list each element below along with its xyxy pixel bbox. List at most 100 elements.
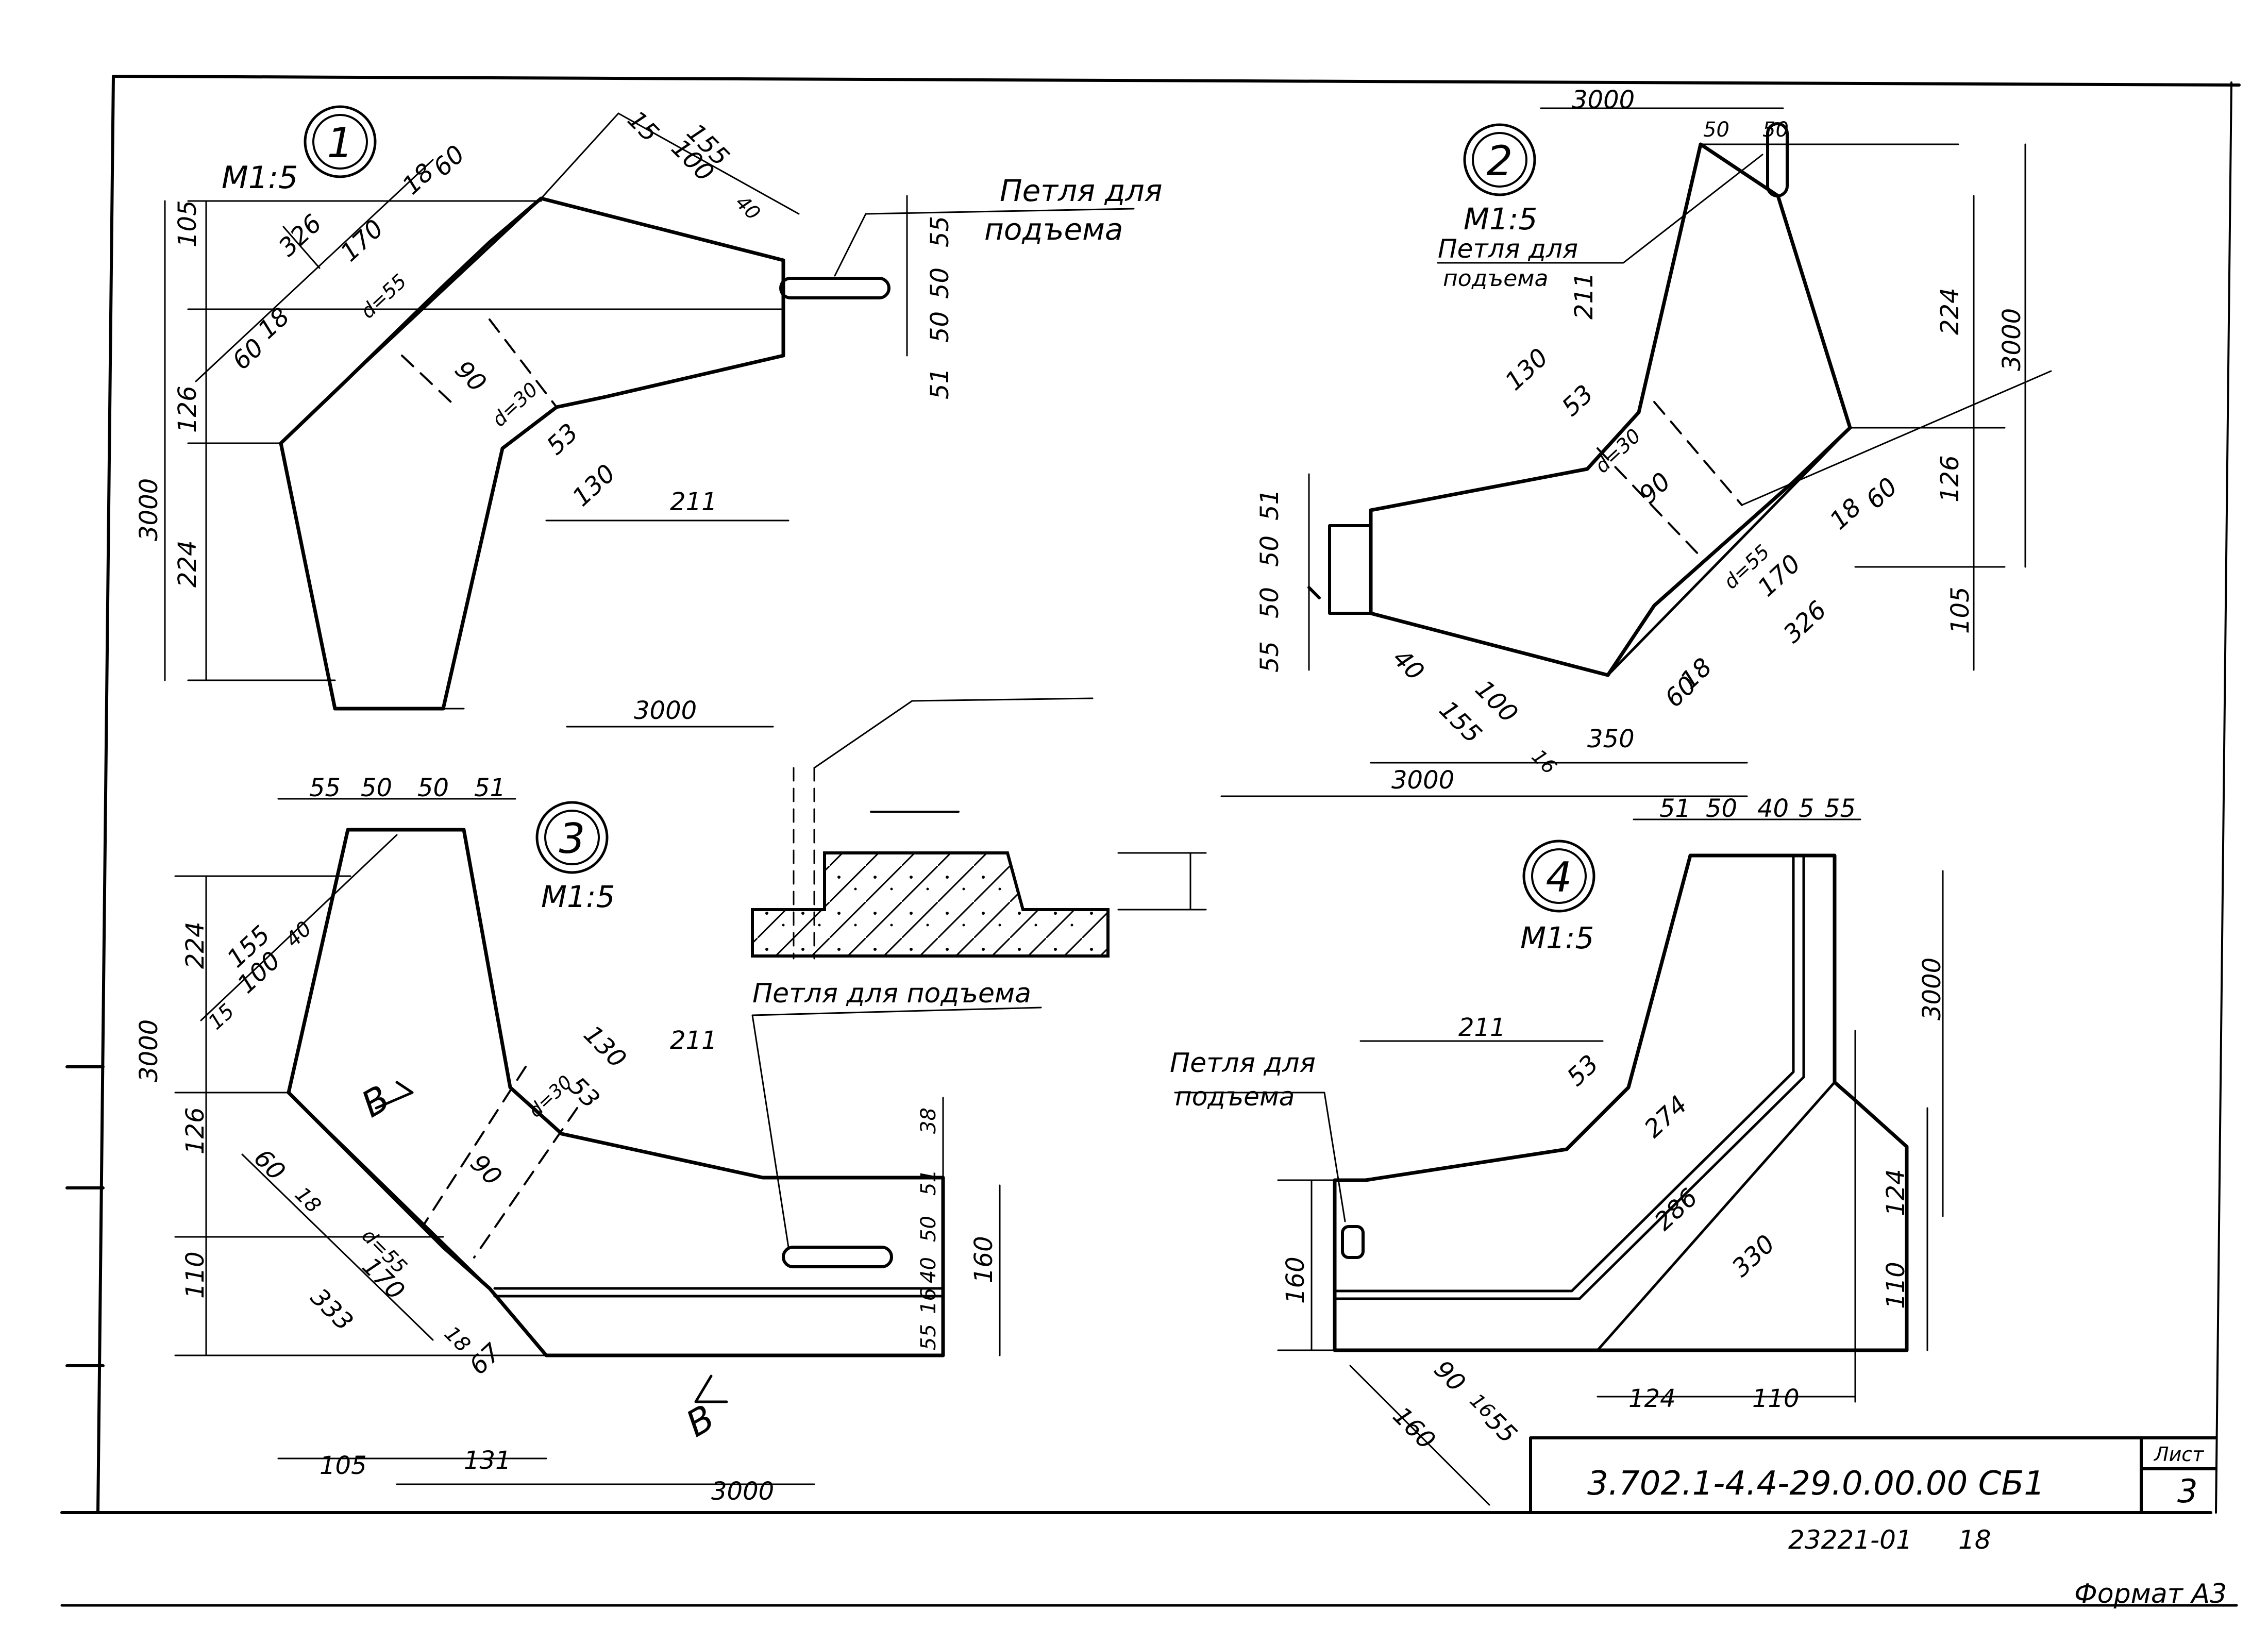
footer-format: Формат А3 bbox=[2074, 1579, 2227, 1609]
section-b-b bbox=[751, 697, 1207, 960]
dim-label: 50 bbox=[1703, 118, 1729, 142]
dim-label: 3000 bbox=[711, 1477, 774, 1506]
dim-label: 53 bbox=[1556, 379, 1599, 422]
view-4-loop-leader bbox=[1174, 1092, 1346, 1222]
dim-label: 105 bbox=[1946, 586, 1975, 634]
view-2-lifting-loop bbox=[1766, 122, 1789, 197]
dim-label: 60 bbox=[227, 333, 270, 376]
dim-label: 55 bbox=[309, 774, 341, 802]
dim-label: 90 bbox=[449, 355, 492, 398]
view-3-dimension-lines bbox=[174, 798, 1001, 1485]
view-1-scale: M1:5 bbox=[222, 160, 298, 196]
dim-label: 3000 bbox=[1997, 308, 2026, 371]
footer-inventory: 23221-01 bbox=[1788, 1525, 1912, 1555]
view-3-number: 3 bbox=[559, 815, 585, 863]
dim-label: 50 bbox=[361, 774, 392, 802]
dim-label: 15 bbox=[622, 105, 665, 148]
dim-label: 110 bbox=[1881, 1262, 1910, 1309]
dim-label: 130 bbox=[1500, 343, 1554, 396]
dim-label: 326 bbox=[1778, 595, 1832, 648]
dim-label: 3000 bbox=[1918, 958, 1946, 1020]
dim-label: 51 bbox=[917, 1169, 940, 1196]
dim-label: 50 bbox=[1762, 118, 1789, 142]
dim-label: 211 bbox=[670, 488, 717, 516]
dim-label: 55 bbox=[1255, 641, 1284, 673]
dim-label: 211 bbox=[670, 1026, 717, 1055]
view-4-dimension-lines bbox=[1277, 818, 1944, 1506]
dim-label: 224 bbox=[181, 921, 210, 969]
dim-label: 3000 bbox=[634, 696, 697, 725]
dim-label: 326 bbox=[273, 209, 327, 262]
section-axis-leader bbox=[813, 697, 1094, 769]
dim-label: 211 bbox=[1570, 272, 1599, 320]
dim-label: 126 bbox=[1936, 455, 1964, 502]
dim-label: 105 bbox=[320, 1451, 367, 1480]
dim-label: 124 bbox=[1881, 1169, 1910, 1216]
dim-label: 16 bbox=[917, 1288, 940, 1314]
dim-label: 131 bbox=[464, 1446, 511, 1475]
view-3-loop-label: Петля для подъема bbox=[752, 978, 1031, 1009]
view-2-dimension-values: 3000 50 50 211 224 3000 130 53 d=30 90 1… bbox=[1255, 86, 2026, 795]
dim-label: 5 bbox=[1799, 794, 1815, 823]
view-4-lifting-loop bbox=[1341, 1225, 1365, 1259]
view-2-loop-leader bbox=[1437, 154, 1763, 264]
dim-label: 50 bbox=[417, 774, 449, 802]
view-3-cut-arrow-bottom bbox=[694, 1374, 728, 1403]
dim-label: 105 bbox=[173, 200, 202, 247]
view-1: 1 M1:5 105 126 3000 224 326 170 60 18 60… bbox=[135, 105, 1163, 728]
footer-inventory-number: 18 bbox=[1958, 1525, 1991, 1555]
sheet-frame bbox=[60, 75, 2241, 1607]
dim-label: 50 bbox=[1255, 535, 1284, 567]
view-2: 2 M1:5 3000 50 50 211 224 3000 130 53 d=… bbox=[1220, 86, 2052, 797]
view-4: 4 M1:5 51 50 40 5 55 3000 211 53 274 286… bbox=[1170, 794, 1946, 1506]
dim-label: 16 bbox=[1527, 745, 1561, 778]
dim-label: 330 bbox=[1726, 1229, 1780, 1282]
view-2-scale: M1:5 bbox=[1464, 202, 1537, 237]
dim-label: 18 bbox=[1824, 493, 1867, 535]
dim-label: 124 bbox=[1628, 1384, 1676, 1413]
dim-label: 130 bbox=[567, 459, 621, 512]
dim-label: 55 bbox=[917, 1324, 940, 1350]
dim-label: 60 bbox=[1860, 472, 1903, 515]
dim-label: 3000 bbox=[135, 478, 163, 541]
dim-label: 55 bbox=[1824, 794, 1856, 823]
view-1-loop-leader bbox=[834, 208, 1135, 277]
view-4-loop-label-line1: Петля для bbox=[1170, 1048, 1316, 1079]
dim-label: 15 bbox=[204, 999, 239, 1034]
dim-label: 40 bbox=[917, 1257, 940, 1283]
view-2-end-bracket bbox=[1307, 524, 1372, 615]
dim-label: 50 bbox=[917, 1216, 940, 1242]
view-3-scale: M1:5 bbox=[541, 879, 615, 914]
dim-label: 224 bbox=[1936, 288, 1964, 335]
dim-label: 50 bbox=[926, 311, 954, 343]
dim-label: 55 bbox=[926, 216, 954, 247]
dim-label: 51 bbox=[926, 368, 954, 399]
view-1-number-circle bbox=[304, 105, 377, 178]
dim-label: 18 bbox=[440, 1322, 475, 1357]
dim-label: 38 bbox=[917, 1108, 940, 1134]
dim-label: 51 bbox=[1659, 794, 1691, 823]
view-4-number: 4 bbox=[1546, 853, 1572, 901]
dim-label: 126 bbox=[173, 385, 202, 433]
view-3-cut-arrow-top bbox=[375, 1081, 414, 1110]
view-3-number-circle bbox=[535, 801, 609, 874]
view-4-scale: M1:5 bbox=[1520, 920, 1594, 955]
dim-label: 40 bbox=[281, 917, 316, 952]
dim-label: 350 bbox=[1587, 725, 1635, 753]
dim-label: 211 bbox=[1458, 1013, 1506, 1042]
dim-label: 110 bbox=[181, 1251, 210, 1299]
dim-label: 51 bbox=[1255, 489, 1284, 521]
view-3-cut-label-bottom: В bbox=[679, 1397, 722, 1446]
dim-label: 40 bbox=[1757, 794, 1789, 823]
view-1-number: 1 bbox=[327, 119, 354, 167]
view-4-dimension-values: 51 50 40 5 55 3000 211 53 274 286 330 12… bbox=[1281, 794, 1946, 1455]
dim-label: 130 bbox=[578, 1020, 632, 1074]
dim-label: 40 bbox=[731, 191, 765, 224]
title-block-code: 3.702.1-4.4-29.0.00.00 СБ1 bbox=[1587, 1465, 2045, 1503]
view-2-loop-label-line2: подъема bbox=[1443, 265, 1548, 292]
dim-label: 53 bbox=[541, 418, 584, 461]
dim-label: 3000 bbox=[1572, 86, 1635, 114]
dim-label: 160 bbox=[1281, 1256, 1310, 1304]
view-1-loop-label-line1: Петля для bbox=[1000, 173, 1163, 208]
view-2-dimension-lines bbox=[1220, 107, 2052, 797]
